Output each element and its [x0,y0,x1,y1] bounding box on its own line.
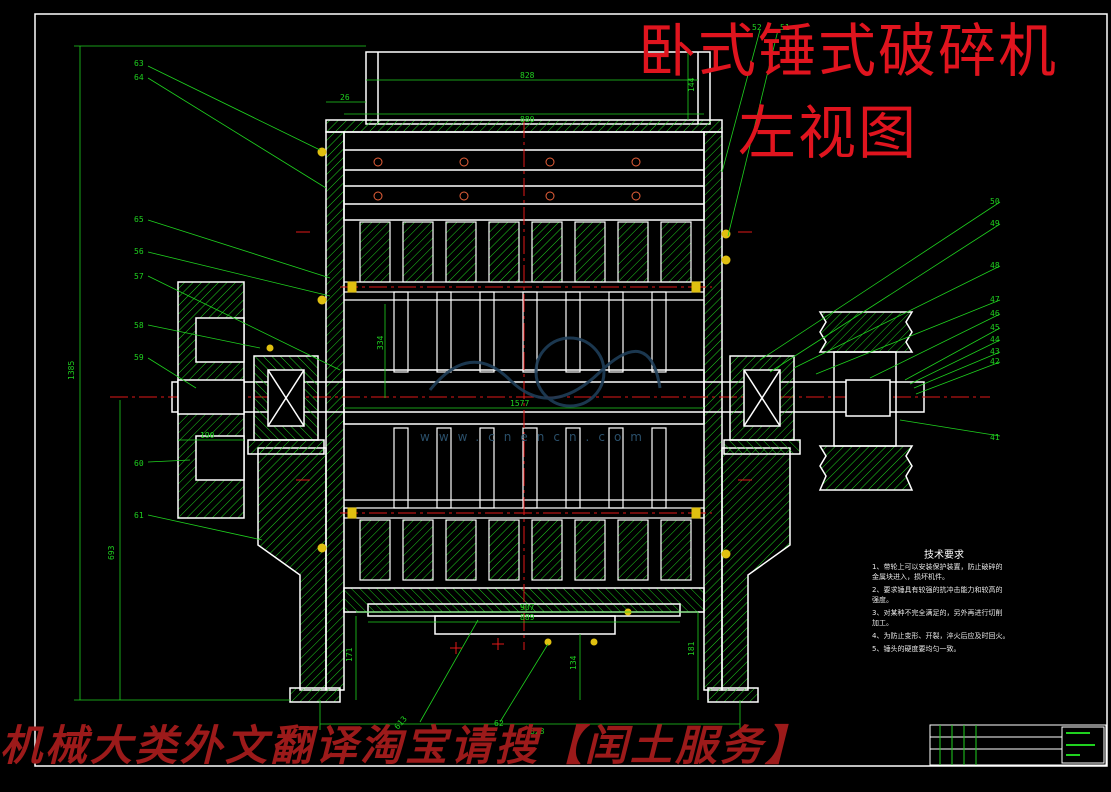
tech-requirement-item: 3、对某种不完全满足的，另外再进行切削 [872,609,1003,617]
dim-left: 693 [107,545,116,560]
callout-47: 47 [990,295,1000,304]
dim-inner2: 889 [520,613,535,622]
watermark-banner: 机械大类外文翻译淘宝请搜【闰土服务】 [0,721,811,770]
callout-58: 58 [134,321,144,330]
tech-requirements-title: 技术要求 [924,550,964,561]
tech-requirement-item: 4、为防止变形、开裂，淬火后应及时回火。 [872,632,1010,640]
dim-height: 1385 [67,361,76,380]
dim-top2: 880 [520,115,535,124]
callout-52: 52 [752,23,762,32]
callout-65: 65 [134,215,144,224]
dim-26: 26 [340,93,350,102]
dim-inner: 907 [520,603,535,612]
dim-144: 144 [687,77,696,92]
callout-62: 62 [494,719,504,728]
right-bearing [723,355,801,455]
dimension-lines [74,45,741,730]
hammer-rows [359,221,692,581]
dim-rotor: 334 [376,335,385,350]
dim-171: 171 [345,647,354,662]
callout-42: 42 [990,357,1000,366]
vbelt-pulley [818,311,914,491]
title-block [929,724,1107,766]
tech-requirement-item: 5、锤头的硬度要均匀一致。 [872,645,961,653]
drawing-frame [34,13,1108,767]
callout-48: 48 [990,261,1000,270]
tech-requirement-item: 强度。 [872,596,893,604]
tech-requirement-item: 金属块进入，损坏机件。 [872,573,949,581]
callout-49: 49 [990,219,1000,228]
callout-41: 41 [990,433,1000,442]
callout-46: 46 [990,309,1000,318]
tech-requirement-item: 2、要求锤具有较强的抗冲击能力和较高的 [872,586,1003,594]
dim-shaft: 1577 [510,399,529,408]
drawing-subtitle: 左视图 [738,99,919,167]
dim-top: 828 [520,71,535,80]
callout-50: 50 [990,197,1000,206]
left-bearing [247,355,325,455]
callout-59: 59 [134,353,144,362]
callout-43: 43 [990,347,1000,356]
callout-60: 60 [134,459,144,468]
dim-134: 134 [569,655,578,670]
bolt-marks [373,157,641,201]
callout-57: 57 [134,272,144,281]
bolts [266,147,731,646]
drawing-title: 卧式锤式破碎机 [638,17,1059,85]
tech-requirement-item: 1、带轮上可以安装保护装置，防止破碎的 [872,563,1003,571]
dim-181: 181 [687,641,696,656]
dim-bottom: 828 [530,727,545,736]
callout-labels: 63 64 65 56 57 58 59 60 61 52 51 50 49 4… [134,23,1000,728]
watermark-url: www.cnencn.com [420,430,651,444]
callout-44: 44 [990,335,1000,344]
leader-lines [147,29,1001,723]
callout-45: 45 [990,323,1000,332]
left-flywheel [177,281,245,519]
watermark-logo [428,336,662,408]
callout-51: 51 [780,23,790,32]
callout-56: 56 [134,247,144,256]
tech-requirement-item: 加工。 [872,619,893,627]
dim-190: 190 [200,431,215,440]
callout-63: 63 [134,59,144,68]
callout-64: 64 [134,73,144,82]
center-marks [296,231,752,654]
callout-61: 61 [134,511,144,520]
